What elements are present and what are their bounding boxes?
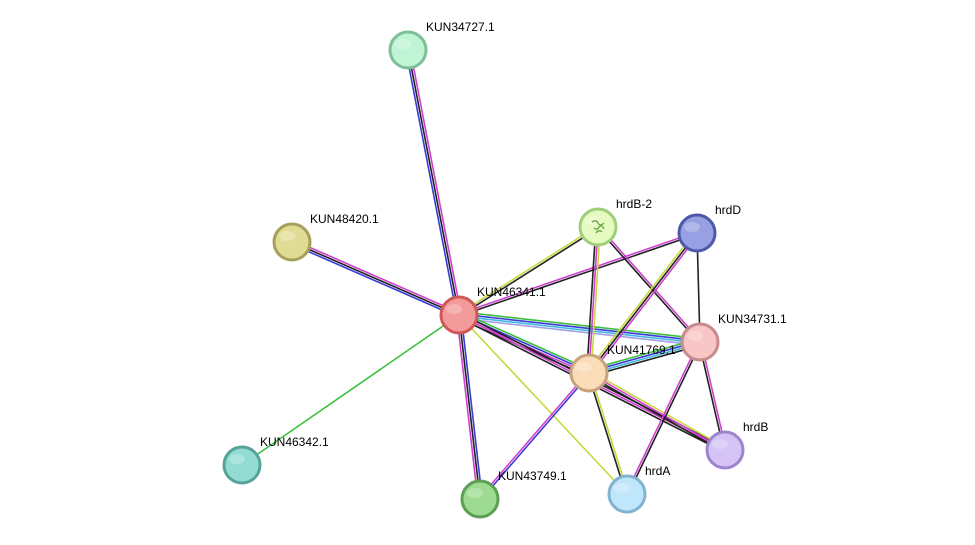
edge-line — [587, 372, 627, 496]
edge-kun46341-1-kun46342-1 — [241, 314, 460, 466]
edge-kun34731-1-hrda — [625, 340, 702, 496]
edge-kun46341-1-hrdb-2 — [457, 225, 600, 317]
edge-line — [458, 313, 701, 342]
edge-line — [598, 225, 702, 343]
node-label: hrdA — [645, 464, 670, 478]
node-circle[interactable] — [460, 479, 500, 519]
edge-kun46341-1-hrdd — [457, 231, 699, 317]
edge-kun46341-1-hrda — [458, 314, 628, 495]
edge-line — [407, 49, 460, 316]
edge-kun41769-1-hrda — [587, 371, 629, 496]
node-highlight — [712, 439, 728, 449]
node-hrdb[interactable]: hrdB — [705, 420, 768, 470]
node-hrdb-2[interactable]: hrdB-2 — [578, 197, 652, 247]
edge-line — [478, 371, 589, 500]
node-highlight — [229, 454, 245, 464]
node-label: KUN46341.1 — [477, 285, 546, 299]
edge-line — [480, 372, 591, 501]
edge-line — [459, 311, 592, 371]
edge-kun46341-1-kun34731-1 — [457, 310, 702, 347]
node-hrdd[interactable]: hrdD — [677, 203, 741, 253]
node-kun41769-1[interactable]: KUN41769.1 — [569, 343, 676, 393]
node-highlight — [467, 488, 483, 498]
edge-hrdb-2-kun41769-1 — [586, 226, 601, 374]
edge-line — [590, 226, 601, 374]
edge-line — [460, 313, 483, 500]
node-circle[interactable] — [578, 207, 618, 247]
structure-icon — [591, 220, 605, 234]
node-kun46342-1[interactable]: KUN46342.1 — [222, 435, 329, 485]
node-circle[interactable] — [705, 430, 745, 470]
node-label: hrdB — [743, 420, 768, 434]
edge-line — [589, 371, 629, 495]
edge-line — [291, 241, 460, 316]
edge-line — [458, 227, 600, 317]
edge-line — [627, 341, 702, 496]
edge-line — [458, 315, 701, 344]
node-highlight — [614, 483, 630, 493]
edge-line — [586, 226, 597, 374]
edge-line — [290, 243, 459, 318]
node-highlight — [395, 39, 411, 49]
edge-kun41769-1-kun43749-1 — [478, 371, 591, 501]
edge-line — [456, 314, 479, 501]
edge-line — [405, 49, 458, 317]
node-highlight — [279, 231, 295, 241]
edge-line — [586, 230, 697, 373]
edge-line — [588, 372, 726, 451]
edge-line — [588, 226, 599, 374]
edge-kun46341-1-kun48420-1 — [290, 239, 461, 318]
node-circle[interactable] — [222, 445, 262, 485]
edge-line — [458, 314, 628, 495]
node-label: hrdD — [715, 203, 741, 217]
node-label: KUN34727.1 — [426, 20, 495, 34]
edge-line — [457, 317, 701, 347]
node-label: KUN41769.1 — [607, 343, 676, 357]
edge-line — [457, 225, 599, 315]
edge-line — [241, 314, 460, 466]
edge-hrdd-kun41769-1 — [586, 230, 700, 376]
node-label: KUN46342.1 — [260, 435, 329, 449]
node-hrda[interactable]: hrdA — [607, 464, 670, 514]
node-circle[interactable] — [388, 30, 428, 70]
edge-line — [458, 314, 481, 500]
node-kun48420-1[interactable]: KUN48420.1 — [272, 212, 379, 262]
edge-kun46341-1-kun34727-1 — [405, 48, 462, 317]
edge-hrdb-2-kun34731-1 — [596, 225, 702, 344]
edge-kun41769-1-hrdb — [587, 370, 727, 453]
node-highlight — [446, 304, 462, 314]
node-label: KUN34731.1 — [718, 312, 787, 326]
node-kun34727-1[interactable]: KUN34727.1 — [388, 20, 495, 70]
node-kun43749-1[interactable]: KUN43749.1 — [460, 469, 567, 519]
node-highlight — [684, 222, 700, 232]
node-highlight — [687, 331, 703, 341]
edge-line — [589, 233, 700, 376]
edge-layer — [241, 48, 727, 501]
node-kun46341-1[interactable]: KUN46341.1 — [439, 285, 546, 335]
edge-line — [588, 232, 698, 374]
node-highlight — [576, 362, 592, 372]
node-circle[interactable] — [272, 222, 312, 262]
edge-line — [457, 231, 698, 315]
edge-line — [458, 310, 702, 340]
node-kun34731-1[interactable]: KUN34731.1 — [680, 312, 787, 362]
edge-line — [409, 48, 462, 316]
edge-line — [596, 226, 700, 344]
node-circle[interactable] — [607, 474, 647, 514]
node-label: hrdB-2 — [616, 197, 652, 211]
node-circle[interactable] — [439, 295, 479, 335]
edge-line — [587, 374, 725, 453]
edge-line — [589, 370, 727, 449]
edge-line — [292, 239, 461, 314]
node-label: KUN48420.1 — [310, 212, 379, 226]
edge-line — [625, 340, 700, 495]
edge-line — [458, 233, 699, 317]
node-circle[interactable] — [680, 322, 720, 362]
node-circle[interactable] — [569, 353, 609, 393]
node-label: KUN43749.1 — [498, 469, 567, 483]
node-circle[interactable] — [677, 213, 717, 253]
edge-kun46341-1-kun43749-1 — [456, 313, 483, 501]
